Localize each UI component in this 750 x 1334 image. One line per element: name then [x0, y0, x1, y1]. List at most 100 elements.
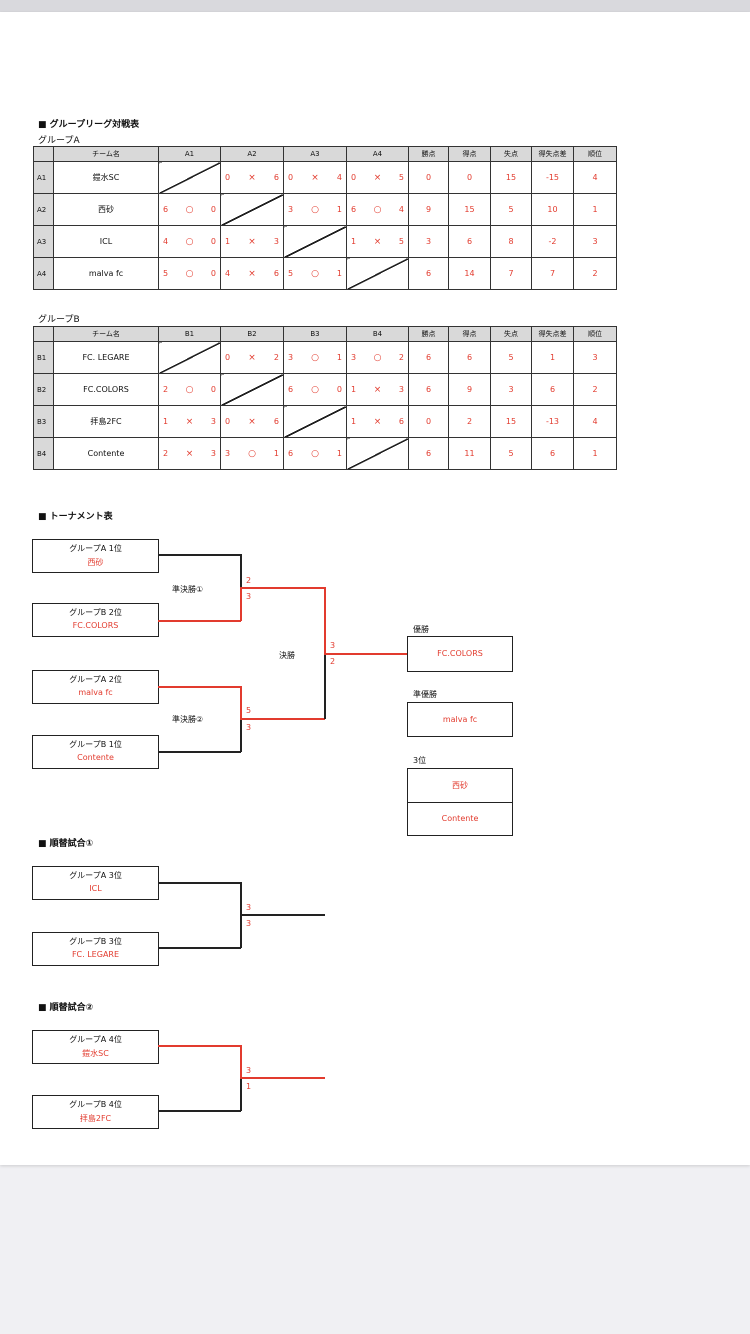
result-mark: ×: [248, 352, 256, 363]
group-b-row-id: B1: [33, 341, 54, 374]
result-mark: ○: [373, 204, 382, 215]
score-against: 3: [398, 385, 404, 394]
result-mark: ×: [373, 172, 382, 183]
group-a-header-cell: A2: [220, 146, 284, 162]
result-mark: ×: [373, 236, 382, 247]
score-against: 0: [210, 205, 216, 214]
score-for: 0: [225, 173, 231, 182]
sf1-score-top: 2: [246, 576, 252, 585]
sf1-top-vline: [240, 554, 242, 588]
group-a-pts-cell: 6: [408, 257, 449, 290]
group-b-gd-cell: 6: [531, 373, 574, 406]
group-a-match-score: 0×4: [284, 173, 346, 183]
score-for: 3: [288, 353, 294, 362]
runner-up-box: malva fc: [407, 702, 513, 737]
group-a-header-cell: 勝点: [408, 146, 449, 162]
score-against: 2: [398, 353, 404, 362]
score-against: 1: [336, 269, 342, 278]
result-mark: ○: [185, 384, 194, 395]
group-a-header-cell: 順位: [573, 146, 617, 162]
group-a-match-cell: 4×6: [220, 257, 284, 290]
group-a-rank-cell: 1: [573, 193, 617, 226]
score-against: 1: [336, 449, 342, 458]
group-a-match-score: 0×6: [221, 173, 283, 183]
score-for: 1: [225, 237, 231, 246]
group-b-row-id: B3: [33, 405, 54, 438]
sf2-label: 準決勝②: [172, 715, 204, 724]
final-top-vline: [324, 587, 326, 654]
group-a-header-cell: 失点: [490, 146, 532, 162]
group-a-match-cell: 5○0: [158, 257, 221, 290]
score-against: 2: [273, 353, 279, 362]
sf1-bottom-box: グループB 2位 FC.COLORS: [32, 603, 159, 637]
score-for: 5: [163, 269, 169, 278]
result-mark: ○: [185, 204, 194, 215]
top-toolbar: [0, 0, 750, 12]
sf1-score-bottom: 3: [246, 592, 252, 601]
sf2-top-label: グループA 2位: [69, 675, 122, 684]
tournament-title: ■ トーナメント表: [38, 512, 113, 522]
sf2-bottom-team: Contente: [77, 753, 114, 762]
group-a-team-name: 鎧水SC: [53, 161, 159, 194]
score-for: 2: [163, 385, 169, 394]
group-a-self-match-cell: [283, 225, 347, 258]
ex2-top-box: グループA 4位 鎧水SC: [32, 1030, 159, 1064]
ex2-top-vline: [240, 1045, 242, 1078]
group-b-row-id: B4: [33, 437, 54, 470]
group-a-ga-cell: 8: [490, 225, 532, 258]
ex1-out-line: [240, 914, 325, 916]
ex2-out-line: [240, 1077, 325, 1079]
group-a-match-cell: 6○0: [158, 193, 221, 226]
group-a-team-name: malva fc: [53, 257, 159, 290]
group-a-match-cell: 5○1: [283, 257, 347, 290]
group-b-match-score: 1×6: [347, 417, 408, 427]
score-for: 2: [163, 449, 169, 458]
ex1-score-bottom: 3: [246, 919, 252, 928]
result-mark: ○: [248, 448, 256, 459]
score-for: 1: [351, 237, 357, 246]
group-b-pts-cell: 6: [408, 341, 449, 374]
sf2-score-top: 5: [246, 706, 252, 715]
group-b-match-cell: 2×3: [158, 437, 221, 470]
group-b-gd-cell: 1: [531, 341, 574, 374]
score-for: 5: [288, 269, 294, 278]
group-b-match-score: 6○1: [284, 449, 346, 459]
group-b-match-cell: 1×3: [346, 373, 409, 406]
score-for: 4: [225, 269, 231, 278]
sf2-score-bottom: 3: [246, 723, 252, 732]
result-mark: ○: [311, 384, 319, 395]
third-team-1: 西砂: [408, 769, 512, 803]
ex1-top-team: ICL: [89, 884, 102, 893]
ex2-top-label: グループA 4位: [69, 1035, 122, 1044]
group-b-ga-cell: 3: [490, 373, 532, 406]
group-b-match-score: 3○1: [221, 449, 283, 459]
score-against: 0: [210, 269, 216, 278]
group-b-match-score: 1×3: [347, 385, 408, 395]
group-a-self-match-cell: [220, 193, 284, 226]
sf1-top-team: 西砂: [87, 558, 104, 567]
group-a-self-match-cell: [346, 257, 409, 290]
final-bottom-vline: [324, 654, 326, 719]
group-b-match-cell: 1×3: [158, 405, 221, 438]
champion-label: 優勝: [413, 625, 429, 634]
score-for: 3: [225, 449, 231, 458]
result-mark: ○: [185, 236, 194, 247]
group-b-ga-cell: 5: [490, 437, 532, 470]
score-against: 0: [210, 385, 216, 394]
score-against: 3: [210, 449, 216, 458]
sf2-top-team: malva fc: [78, 688, 113, 697]
result-mark: ×: [373, 384, 382, 395]
group-b-gf-cell: 11: [448, 437, 491, 470]
group-a-pts-cell: 9: [408, 193, 449, 226]
group-b-match-score: 3○1: [284, 353, 346, 363]
score-against: 5: [398, 237, 404, 246]
group-a-label: グループA: [38, 136, 80, 146]
score-against: 6: [273, 417, 279, 426]
score-against: 3: [273, 237, 279, 246]
group-b-header-cell: B4: [346, 326, 409, 342]
final-out-line: [324, 653, 408, 655]
group-b-header-cell: B1: [158, 326, 221, 342]
